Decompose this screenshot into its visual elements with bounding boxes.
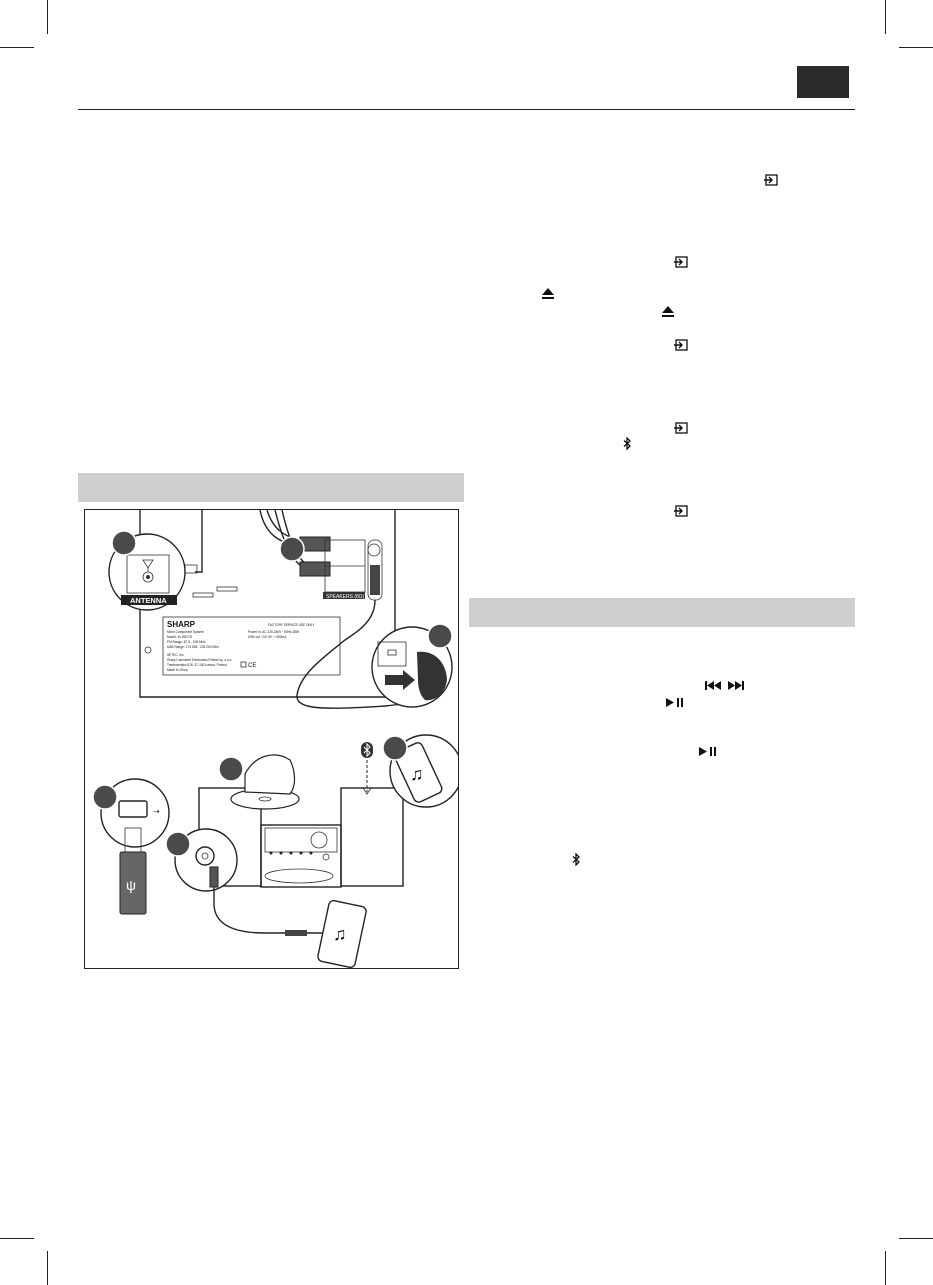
input-source-icon <box>674 505 688 517</box>
callout-marker <box>111 530 137 556</box>
plate-company-line: Sharp Consumer Electronics Poland sp. z … <box>167 658 232 662</box>
plate-company-line: Made in China <box>167 668 188 672</box>
music-note-icon: ♫ <box>333 924 347 944</box>
plate-header: FACTORY SERVICE USE ONLY <box>268 623 315 627</box>
crop-mark <box>0 1238 34 1239</box>
skip-back-icon <box>705 681 721 690</box>
crop-mark <box>885 1251 886 1285</box>
plate-company-line: Trzebownisko 576, 37-100 Łańcut, Poland <box>167 663 227 667</box>
play-pause-icon <box>699 747 716 756</box>
crop-mark <box>885 0 886 34</box>
callout-marker <box>218 756 244 782</box>
callout-marker <box>279 536 305 562</box>
antenna-label: ANTENNA <box>130 596 167 605</box>
brand-label: SHARP <box>167 620 196 629</box>
input-source-icon <box>674 339 688 351</box>
music-note-icon: ♫ <box>410 764 424 784</box>
plate-line: Micro Component System <box>167 630 204 634</box>
bluetooth-icon <box>623 437 631 450</box>
bluetooth-icon <box>572 853 580 866</box>
plate-right-line: Power In: AC 220-240V~ 50Hz 28W <box>248 630 299 634</box>
plate-line: Model: XL-B517D <box>167 635 193 639</box>
callout-marker <box>92 784 118 810</box>
plate-line: FM Range: 87.5 - 108 MHz <box>167 640 206 644</box>
input-source-icon <box>674 422 688 434</box>
crop-mark <box>899 47 933 48</box>
usb-logo-icon: ψ <box>126 877 136 893</box>
header-rule <box>78 109 855 110</box>
ce-mark: CE <box>248 663 256 669</box>
speakers-label: SPEAKERS (8Ω) <box>326 594 365 600</box>
play-pause-icon <box>666 698 683 707</box>
input-source-icon <box>764 174 778 186</box>
crop-mark <box>899 1238 933 1239</box>
language-tab <box>797 66 849 98</box>
callout-marker <box>382 735 408 761</box>
crop-mark <box>0 47 34 48</box>
connection-illustration: SPEAKERS (8Ω) SHARP FACTORY SERVICE USE … <box>92 509 463 969</box>
callout-marker <box>427 623 453 649</box>
section-bar-right <box>469 598 855 627</box>
connection-diagram: SPEAKERS (8Ω) SHARP FACTORY SERVICE USE … <box>84 509 463 969</box>
plate-line: DAB Range: 174.928 - 239.200 MHz <box>167 645 219 649</box>
crop-mark <box>47 0 48 34</box>
crop-mark <box>47 1251 48 1285</box>
input-source-icon <box>674 256 688 268</box>
eject-icon <box>662 306 674 317</box>
callout-marker <box>165 831 191 857</box>
plate-company-line: SETEC, Inc. <box>167 653 185 657</box>
eject-icon <box>542 288 554 299</box>
plate-right-line: USB out.: DC 5V ⎓ 500mA <box>248 635 287 639</box>
skip-forward-icon <box>728 681 744 690</box>
section-bar-left <box>78 473 464 502</box>
usb-icon: ⇢ <box>153 807 160 816</box>
